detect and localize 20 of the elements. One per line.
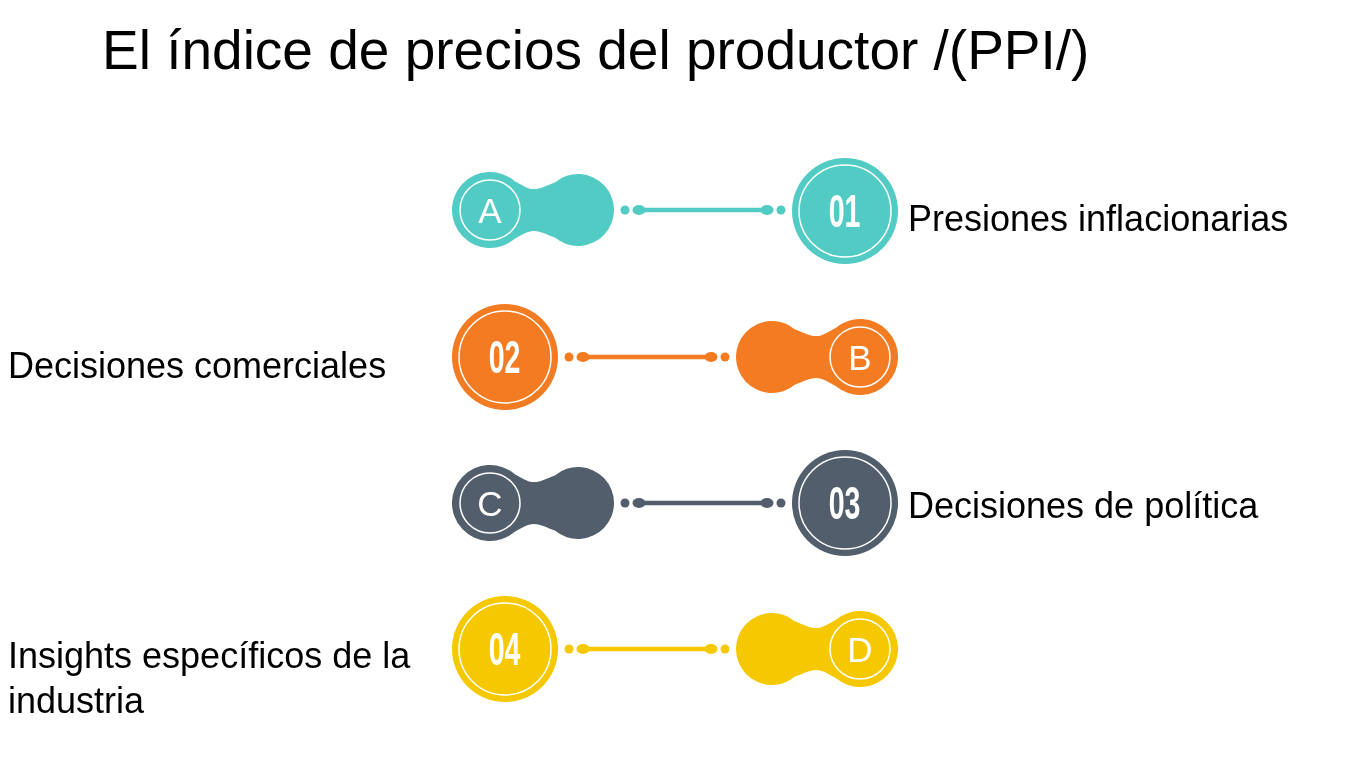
- number-text: 04: [489, 626, 521, 672]
- description-text: Decisiones de política: [908, 484, 1259, 528]
- description-text: Insights específicos de la industria: [8, 634, 412, 723]
- number-text: 01: [829, 188, 861, 234]
- letter-text: A: [478, 192, 502, 228]
- dumbbell-shape: [452, 465, 614, 541]
- letter-text: B: [848, 339, 872, 375]
- number-text: 03: [829, 480, 861, 526]
- number-circle: [452, 596, 558, 702]
- letter-text: D: [847, 631, 873, 667]
- letter-text: C: [477, 485, 503, 521]
- number-text: 02: [489, 334, 521, 380]
- number-circle: [792, 158, 898, 264]
- dumbbell-shape: [736, 611, 898, 687]
- dumbbell-shape: [736, 319, 898, 395]
- number-circle: [452, 304, 558, 410]
- dumbbell-shape: [452, 172, 614, 248]
- description-text: Presiones inflacionarias: [908, 197, 1289, 241]
- number-circle: [792, 450, 898, 556]
- description-text: Decisiones comerciales: [8, 344, 387, 388]
